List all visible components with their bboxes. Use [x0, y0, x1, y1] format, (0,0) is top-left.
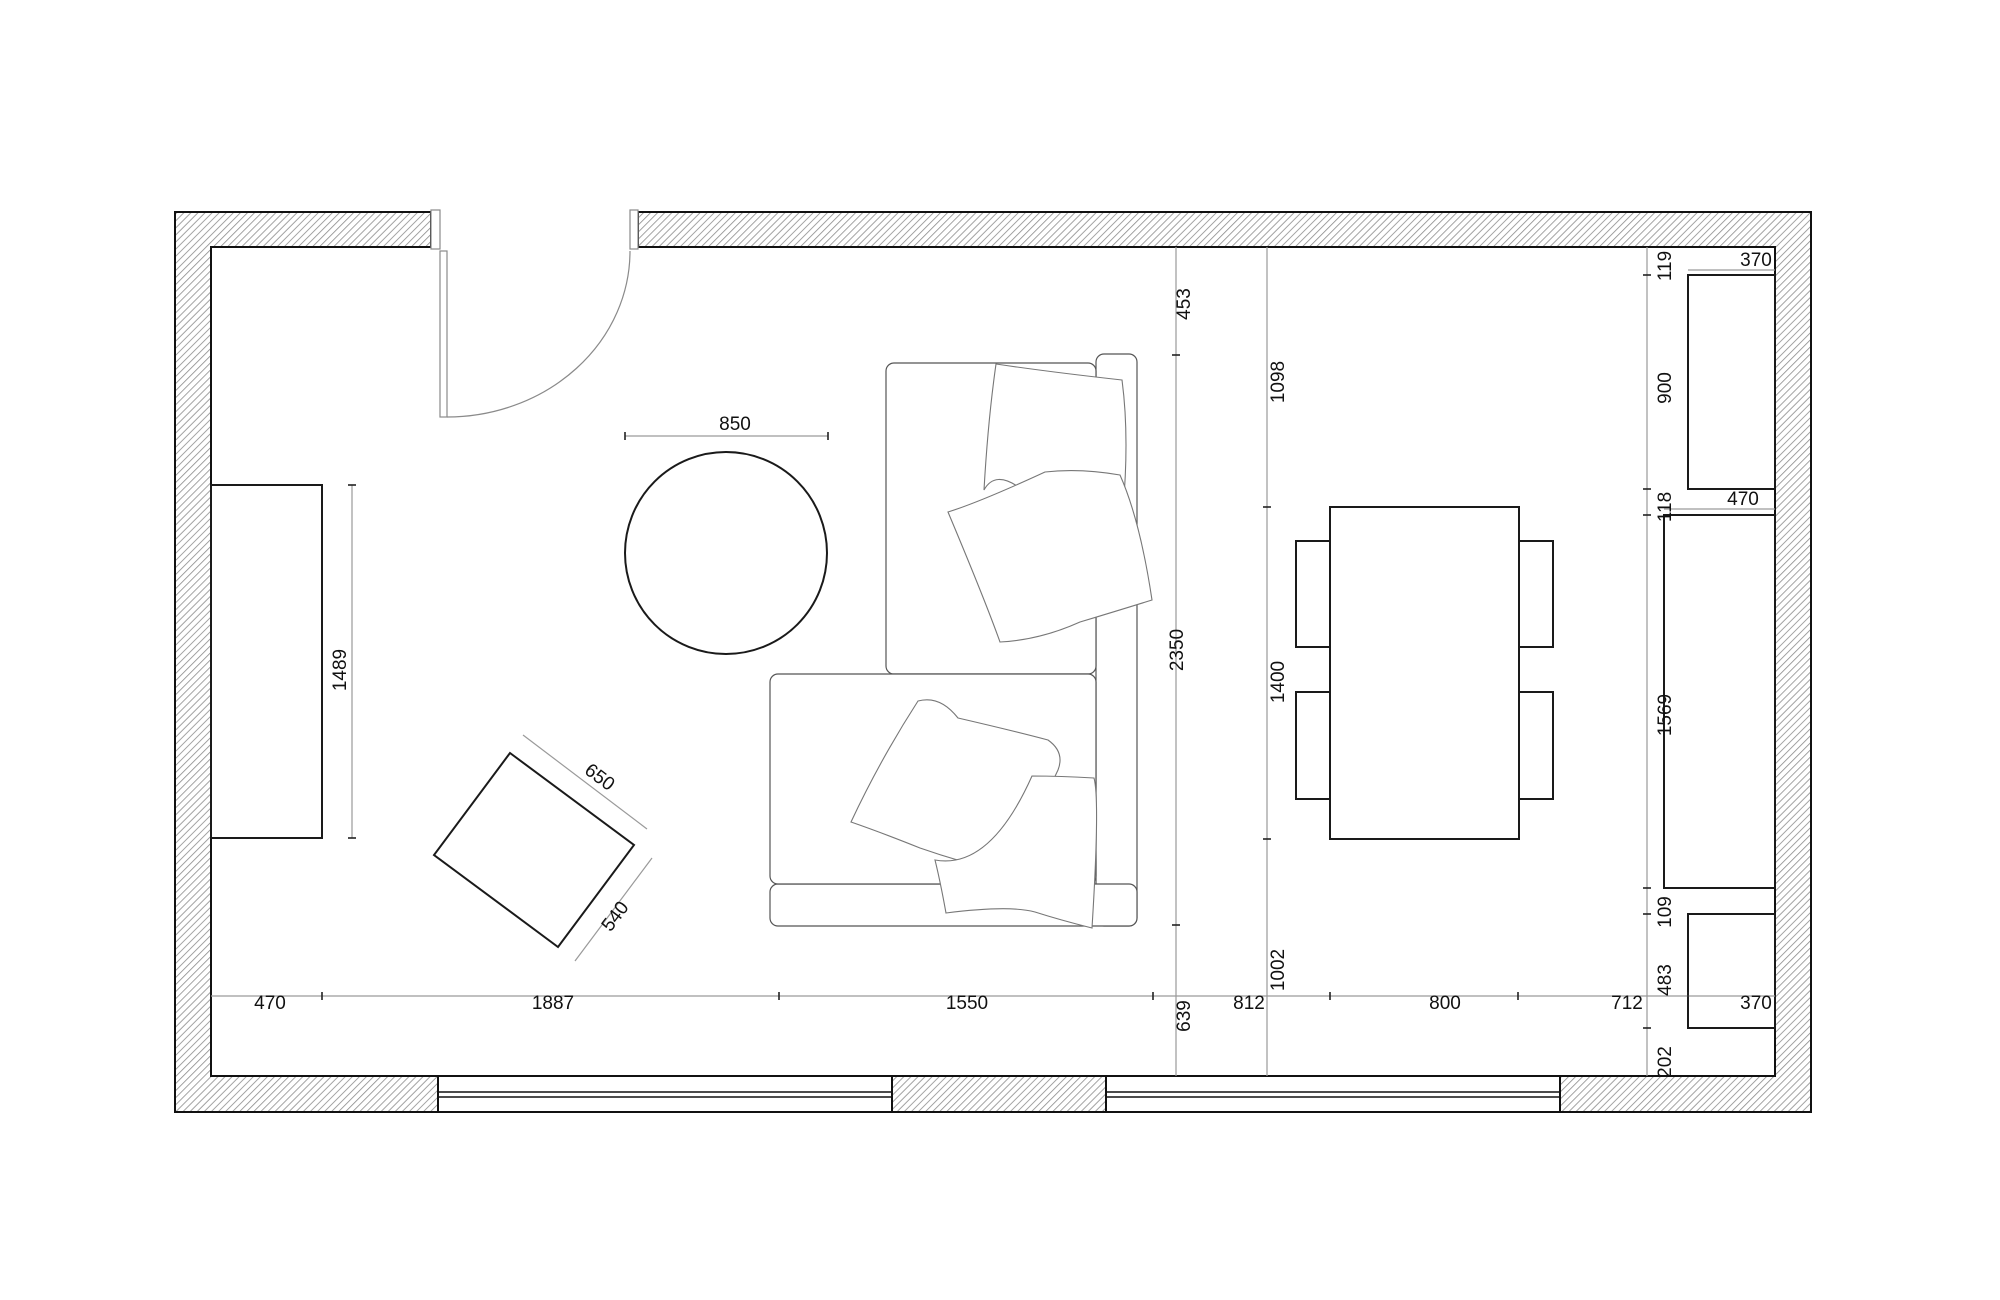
dimension-lines: [211, 247, 1775, 1076]
dim-sofa-length: 2350: [1167, 629, 1188, 671]
dim-coffee-table: 850: [719, 414, 751, 435]
dim-right-cabinet-large: 1569: [1655, 694, 1676, 736]
tv-unit[interactable]: [210, 484, 323, 839]
dining-table[interactable]: [1329, 506, 1520, 840]
dim-armchair-depth: 540: [598, 898, 634, 936]
dim-h-1: 1887: [532, 993, 574, 1014]
dim-right-cabinet-top: 900: [1655, 372, 1676, 404]
pillow-4: [934, 775, 1098, 929]
pillow-2: [947, 470, 1153, 643]
dim-cabinet-large-depth: 470: [1727, 489, 1759, 510]
dim-right-cabinet-small: 483: [1655, 964, 1676, 996]
dim-sofa-bottom-offset: 639: [1174, 1000, 1195, 1032]
chair-right-bottom[interactable]: [1518, 691, 1554, 800]
dim-right-gap-lower: 109: [1655, 896, 1676, 928]
chair-right-top[interactable]: [1518, 540, 1554, 648]
dining-set[interactable]: [1295, 506, 1554, 840]
dim-h-0: 470: [254, 993, 286, 1014]
dim-sofa-top-offset: 453: [1174, 288, 1195, 320]
armchair[interactable]: [432, 751, 636, 949]
cabinet-small[interactable]: [1687, 913, 1776, 1029]
sectional-sofa[interactable]: [769, 353, 1153, 929]
entrance-door[interactable]: [430, 209, 639, 418]
dim-h-4: 800: [1429, 993, 1461, 1014]
coffee-table-round[interactable]: [624, 451, 828, 655]
dim-h-3: 812: [1233, 993, 1265, 1014]
door-frame-right: [629, 209, 639, 250]
window-right: [1105, 1075, 1561, 1113]
wall-bottom-pier: [891, 1075, 1107, 1113]
cabinet-top[interactable]: [1687, 274, 1776, 490]
dim-table-bottom-offset: 1002: [1268, 949, 1289, 991]
dim-right-gap-bottom: 202: [1655, 1046, 1676, 1078]
chair-left-bottom[interactable]: [1295, 691, 1331, 800]
wall-top-right: [637, 211, 1812, 1113]
dim-armchair-width: 650: [580, 760, 618, 796]
door-frame-left: [430, 209, 441, 250]
chair-left-top[interactable]: [1295, 540, 1331, 648]
dim-cabinet-top-depth: 370: [1740, 250, 1772, 271]
dim-table-length: 1400: [1268, 661, 1289, 703]
dim-h-6: 370: [1740, 993, 1772, 1014]
dim-h-5: 712: [1611, 993, 1643, 1014]
door-leaf: [439, 250, 448, 418]
cabinet-large[interactable]: [1663, 514, 1776, 889]
dim-right-gap-mid: 118: [1655, 492, 1676, 522]
dim-tv-unit: 1489: [330, 649, 351, 691]
dim-table-top-offset: 1098: [1268, 361, 1289, 403]
door-swing-arc: [446, 250, 631, 418]
window-left: [437, 1075, 893, 1113]
dim-h-2: 1550: [946, 993, 988, 1014]
dim-right-gap-top: 119: [1655, 251, 1676, 281]
